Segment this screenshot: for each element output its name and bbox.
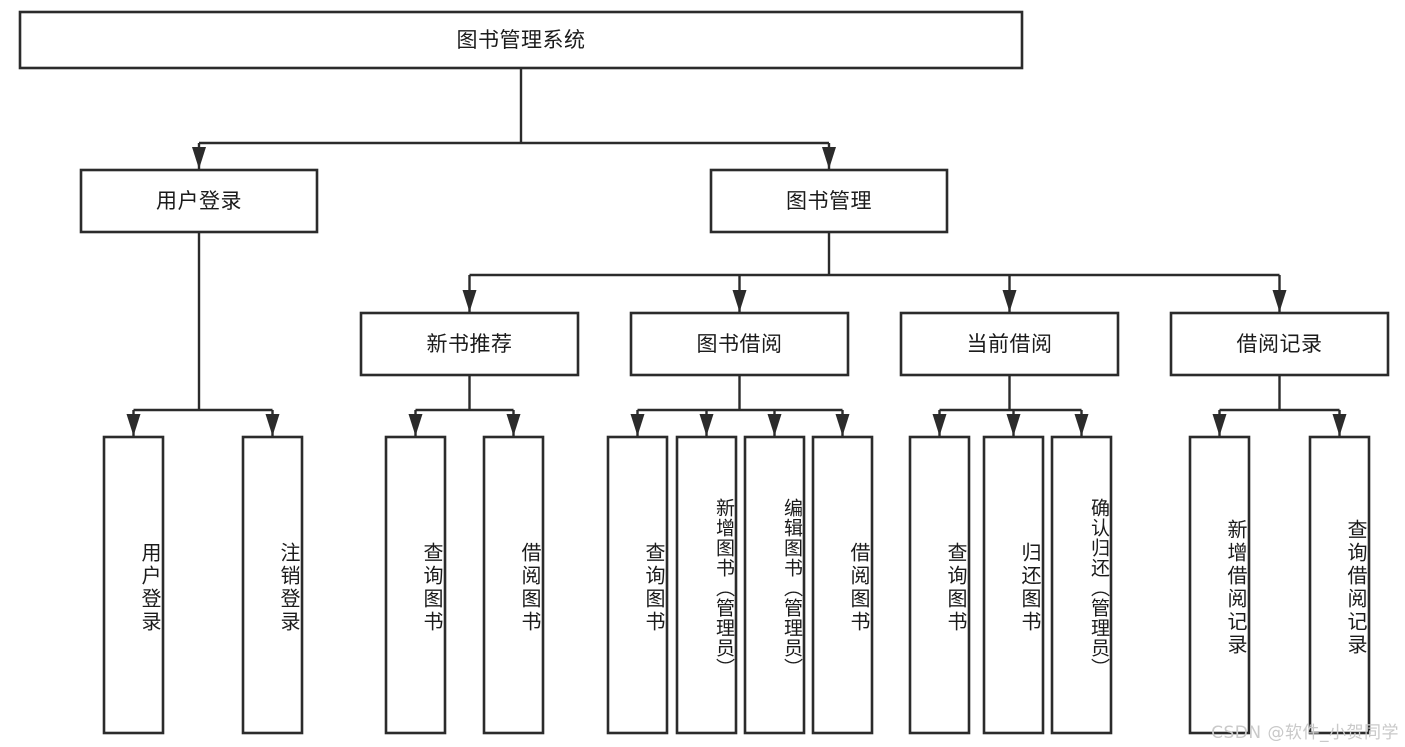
arrowhead-leaf-4-1 (1332, 414, 1347, 436)
leaf-box-10[interactable] (1050, 435, 1113, 735)
arrowhead-level3-2 (1002, 290, 1017, 312)
level2-box-0[interactable] (79, 168, 319, 234)
leaf-box-8[interactable] (908, 435, 971, 735)
leaf-box-2[interactable] (384, 435, 447, 735)
arrowhead-level2-1 (822, 147, 836, 169)
arrowhead-leaf-0-1 (265, 414, 280, 436)
arrowhead-level3-1 (732, 290, 747, 312)
leaf-box-5[interactable] (675, 435, 738, 735)
arrowhead-leaf-1-0 (408, 414, 423, 436)
arrowhead-level3-3 (1272, 290, 1287, 312)
arrowhead-leaf-4-0 (1212, 414, 1227, 436)
arrowhead-leaf-3-1 (1006, 414, 1021, 436)
leaf-box-12[interactable] (1308, 435, 1371, 735)
level3-box-1[interactable] (629, 311, 850, 377)
leaf-box-6[interactable] (743, 435, 806, 735)
leaf-box-3[interactable] (482, 435, 545, 735)
leaf-box-7[interactable] (811, 435, 874, 735)
leaf-box-1[interactable] (241, 435, 304, 735)
arrowhead-leaf-3-2 (1074, 414, 1089, 436)
arrowhead-leaf-2-3 (835, 414, 850, 436)
arrowhead-level2-0 (192, 147, 206, 169)
level3-box-0[interactable] (359, 311, 580, 377)
watermark-text: CSDN @软件_小贺同学 (1211, 723, 1399, 743)
leaf-box-0[interactable] (102, 435, 165, 735)
arrowhead-leaf-0-0 (126, 414, 141, 436)
leaf-box-9[interactable] (982, 435, 1045, 735)
leaf-box-11[interactable] (1188, 435, 1251, 735)
arrowhead-leaf-2-0 (630, 414, 645, 436)
arrowhead-leaf-2-2 (767, 414, 782, 436)
leaf-box-4[interactable] (606, 435, 669, 735)
level2-box-1[interactable] (709, 168, 949, 234)
arrowhead-leaf-1-1 (506, 414, 521, 436)
arrowhead-level3-0 (462, 290, 477, 312)
level3-box-3[interactable] (1169, 311, 1390, 377)
root-box-0[interactable] (18, 10, 1024, 70)
connector-layer (126, 68, 1347, 436)
level3-box-2[interactable] (899, 311, 1120, 377)
arrowhead-leaf-2-1 (699, 414, 714, 436)
arrowhead-leaf-3-0 (932, 414, 947, 436)
box-layer (18, 10, 1390, 735)
